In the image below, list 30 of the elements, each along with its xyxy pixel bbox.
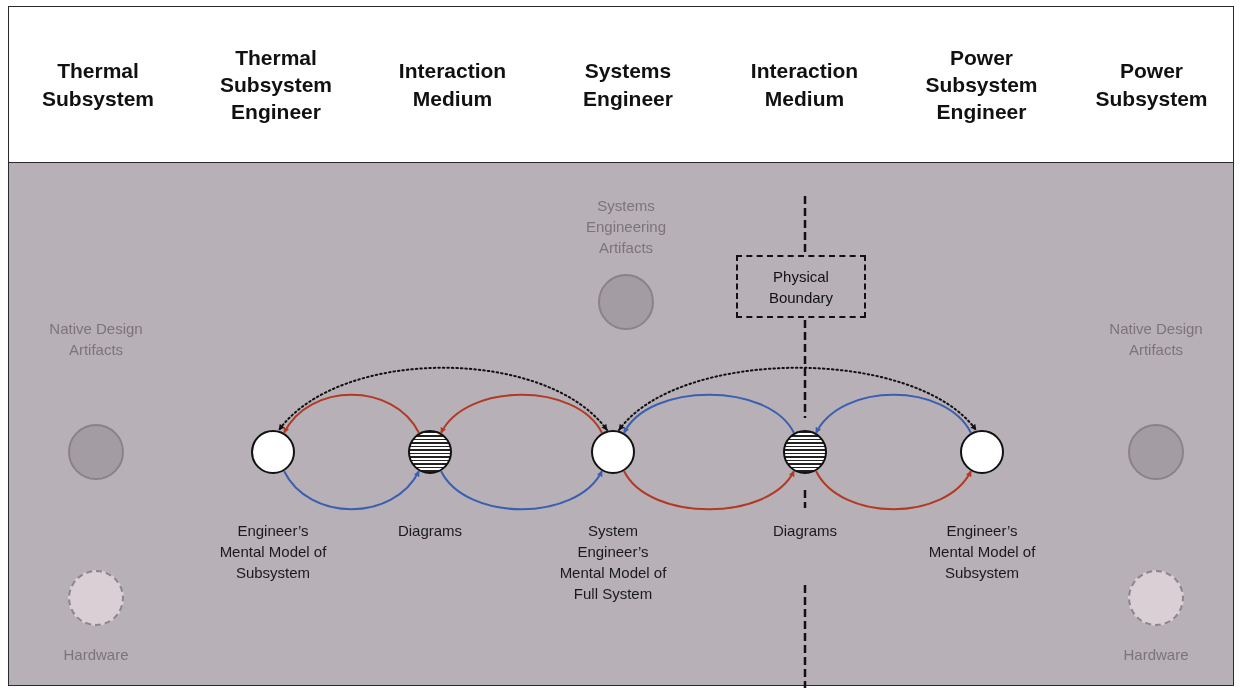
node-label: Hardware bbox=[62, 645, 130, 665]
lane-title: Interaction Medium bbox=[749, 58, 860, 112]
lane-title: Interaction Medium bbox=[397, 58, 508, 112]
swimlane bbox=[1070, 6, 1234, 686]
arrow bbox=[283, 393, 420, 434]
lane-title: Thermal Subsystem Engineer bbox=[218, 44, 333, 126]
node-label: Systems Engineering Artifacts bbox=[584, 196, 668, 258]
arrow bbox=[440, 470, 603, 511]
node-label: Engineer’s Mental Model of Subsystem bbox=[927, 521, 1037, 583]
node-label: Native Design Artifacts bbox=[1108, 319, 1204, 360]
swimlane bbox=[8, 6, 188, 686]
node-label: Hardware bbox=[1122, 645, 1190, 665]
arrow bbox=[283, 470, 420, 511]
boundary-box: Physical Boundary bbox=[736, 255, 866, 318]
lane-title: Power Subsystem bbox=[1094, 58, 1209, 112]
arrow bbox=[623, 470, 795, 511]
node-label: Engineer’s Mental Model of Subsystem bbox=[218, 521, 328, 583]
node-label: Diagrams bbox=[396, 521, 464, 541]
node-label: Diagrams bbox=[771, 521, 839, 541]
lane-title: Thermal Subsystem bbox=[40, 58, 155, 112]
lane-title: Systems Engineer bbox=[582, 58, 674, 112]
arrow bbox=[278, 366, 608, 431]
node-label: Native Design Artifacts bbox=[48, 319, 144, 360]
lane-title: Power Subsystem Engineer bbox=[924, 44, 1039, 126]
arrow bbox=[815, 393, 972, 434]
arrow bbox=[618, 366, 977, 431]
node-label: System Engineer’s Mental Model of Full System bbox=[558, 521, 668, 604]
arrow bbox=[815, 470, 972, 511]
arrow bbox=[440, 393, 603, 434]
arrow bbox=[623, 393, 795, 434]
